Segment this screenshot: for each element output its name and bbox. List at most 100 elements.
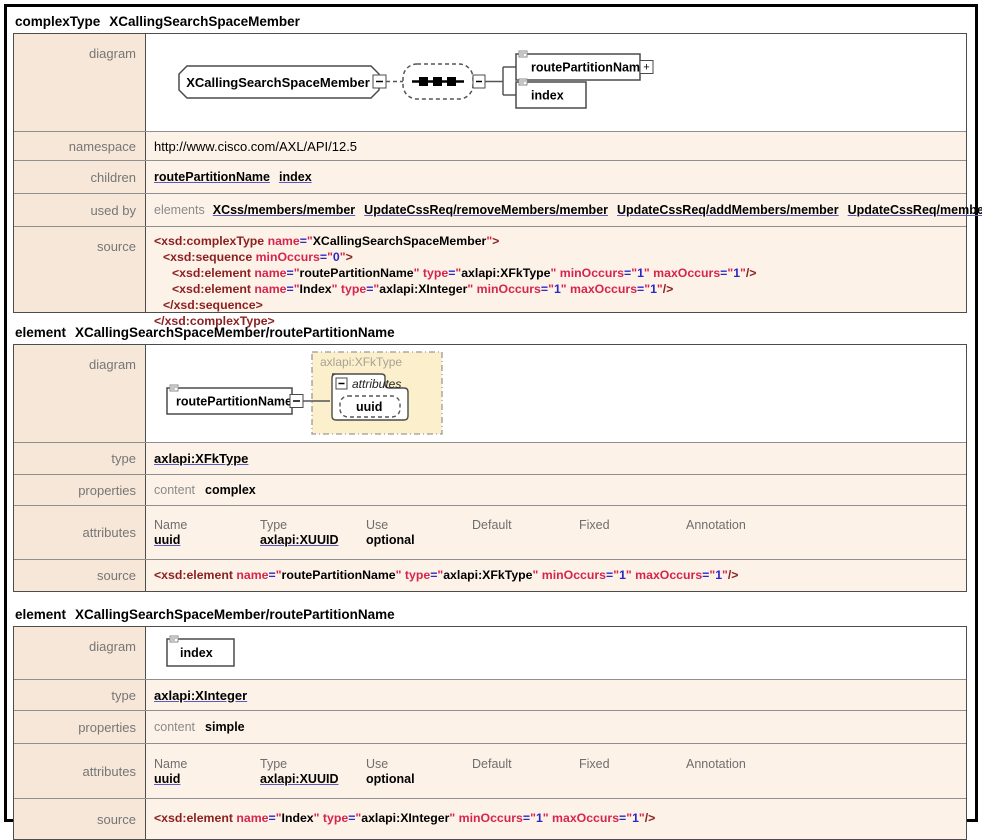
attr-col-header: Type: [260, 756, 288, 771]
source-code: <xsd:element name="routePartitionName" t…: [146, 560, 966, 591]
attr-annotation-value: [686, 533, 960, 547]
attr-name-link[interactable]: uuid: [154, 533, 181, 547]
diagram-row: diagram axlapi:XFkType routePartitionNam…: [14, 345, 966, 442]
attributes-row-label: attributes: [14, 744, 146, 798]
root-label: XCallingSearchSpaceMember: [186, 75, 370, 90]
section-name: XCallingSearchSpaceMember/routePartition…: [75, 325, 395, 340]
attr-col-header: Fixed: [579, 518, 610, 532]
properties-row: properties content simple: [14, 710, 966, 743]
section-name: XCallingSearchSpaceMember/routePartition…: [75, 607, 395, 622]
source-row-label: source: [14, 227, 146, 312]
attr-use-value: optional: [366, 771, 415, 786]
diagram-row-label: diagram: [14, 627, 146, 679]
section-kind: complexType: [15, 14, 101, 29]
attr-col-header: Annotation: [686, 518, 746, 532]
attributes-row: attributes Name Type Use Default Fixed A…: [14, 743, 966, 798]
attr-col-header: Type: [260, 518, 288, 532]
used-by-kind: elements: [154, 203, 205, 217]
section-kind: element: [15, 607, 67, 622]
complextype-diagram: XCallingSearchSpaceMember: [146, 34, 966, 131]
attr-col-header: Name: [154, 518, 188, 532]
attr-col-header: Fixed: [579, 756, 610, 771]
attributes-table: Name Type Use Default Fixed Annotation u…: [154, 518, 966, 547]
attribute-label: uuid: [356, 400, 382, 414]
doc-icon: [518, 78, 528, 86]
property-value: complex: [205, 483, 256, 497]
type-link[interactable]: axlapi:XInteger: [154, 687, 248, 703]
section-title: complexType XCallingSearchSpaceMember: [15, 14, 967, 29]
children-row-label: children: [14, 161, 146, 193]
used-by-link[interactable]: XCss/members/member: [212, 203, 356, 217]
element-label: routePartitionName: [176, 395, 292, 409]
element-box: [515, 81, 587, 109]
complextype-diagram-svg: XCallingSearchSpaceMember: [178, 50, 654, 109]
doc-icon: [169, 384, 179, 392]
property-value: simple: [205, 720, 245, 734]
children-row: children routePartitionName index: [14, 160, 966, 193]
element-diagram-svg: axlapi:XFkType routePartitionName: [166, 351, 443, 435]
attr-fixed-value: [579, 533, 686, 547]
child-link[interactable]: index: [279, 170, 312, 184]
complextype-table: diagram XCallingSearchSpaceMember: [13, 33, 982, 328]
source-row-label: source: [14, 560, 146, 591]
attribute-box: [339, 395, 401, 418]
used-by-link[interactable]: UpdateCssReq/removeMembers/member: [364, 203, 609, 217]
expand-icon: [639, 60, 654, 74]
diagram-row-label: diagram: [14, 345, 146, 442]
attributes-table: Name Type Use Default Fixed Annotation u…: [154, 757, 966, 786]
element-diagram-svg: index: [166, 635, 235, 667]
type-row-label: type: [14, 443, 146, 474]
attr-col-header: Use: [366, 756, 389, 771]
doc-icon: [518, 50, 528, 58]
properties-row: properties content complex: [14, 474, 966, 505]
diagram-row-label: diagram: [14, 34, 146, 131]
namespace-value: http://www.cisco.com/AXL/API/12.5: [146, 132, 966, 160]
element-label: routePartitionName: [531, 61, 647, 75]
plus-glyph: +: [643, 62, 649, 74]
section-name: XCallingSearchSpaceMember: [109, 14, 300, 29]
source-code: <xsd:element name="Index" type="axlapi:X…: [146, 799, 966, 839]
property-key: content: [154, 483, 196, 497]
element-label: index: [531, 89, 564, 103]
properties-row-label: properties: [14, 711, 146, 743]
attr-col-header: Use: [366, 518, 389, 532]
attr-default-value: [472, 772, 579, 786]
used-by-link[interactable]: UpdateCssReq/addMembers/member: [617, 203, 839, 217]
used-by-link[interactable]: UpdateCssReq/members/member: [847, 203, 982, 217]
attr-name-link[interactable]: uuid: [154, 771, 181, 786]
attributes-row-label: attributes: [14, 506, 146, 559]
attr-type-link[interactable]: axlapi:XUUID: [260, 533, 339, 547]
attr-use-value: optional: [366, 533, 415, 547]
root-shape: [178, 65, 380, 99]
type-row-label: type: [14, 680, 146, 710]
attr-annotation-value: [686, 772, 960, 786]
element-box: [515, 53, 641, 81]
diagram-row: diagram XCallingSearchSpaceMember: [14, 34, 966, 131]
type-link[interactable]: axlapi:XFkType: [154, 451, 249, 466]
source-code: <xsd:complexType name="XCallingSearchSpa…: [146, 227, 966, 328]
section-element-index: element XCallingSearchSpaceMember/routePa…: [13, 607, 967, 840]
namespace-row-label: namespace: [14, 132, 146, 160]
element-box: [166, 638, 235, 667]
type-row: type axlapi:XInteger: [14, 679, 966, 710]
attr-col-header: Name: [154, 756, 188, 771]
section-title: element XCallingSearchSpaceMember/routePa…: [15, 607, 967, 622]
attr-default-value: [472, 533, 579, 547]
attr-col-header: Annotation: [686, 756, 746, 771]
attributes-label: attributes: [352, 377, 401, 391]
attr-fixed-value: [579, 772, 686, 786]
type-group-label: axlapi:XFkType: [320, 355, 402, 369]
used-by-row-label: used by: [14, 194, 146, 226]
child-link[interactable]: routePartitionName: [154, 170, 270, 184]
attr-type-link[interactable]: axlapi:XUUID: [260, 771, 339, 786]
source-row-label: source: [14, 799, 146, 839]
namespace-row: namespace http://www.cisco.com/AXL/API/1…: [14, 131, 966, 160]
used-by-row: used by elements XCss/members/member Upd…: [14, 193, 982, 226]
attr-col-header: Default: [472, 518, 512, 532]
element-table: diagram axlapi:XFkType routePartitionNam…: [13, 344, 967, 592]
source-row: source <xsd:complexType name="XCallingSe…: [14, 226, 966, 328]
